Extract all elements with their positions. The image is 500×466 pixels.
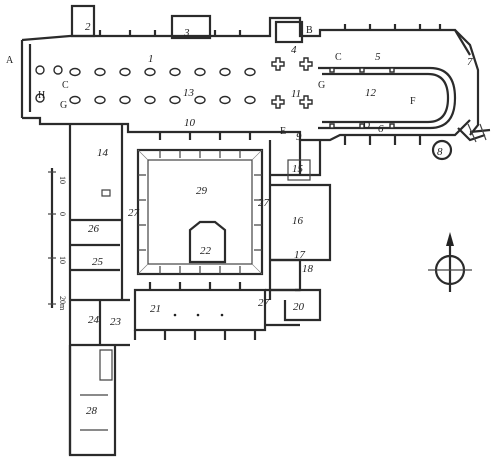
nave-piers [35,57,395,129]
room-18-label: 18 [302,263,314,275]
room-8-label: 8 [437,146,443,158]
room-labels: 1 2 3 4 5 6 7 8 9 10 11 12 13 14 15 16 1… [85,21,473,417]
east-entrance-mark [467,123,491,143]
room-5-label: 5 [375,51,381,63]
room-9-label: 9 [296,131,302,143]
room-25-label: 25 [92,256,104,268]
letter-e-label: E [280,126,286,137]
room-13-label: 13 [183,87,195,99]
letter-c-west-label: C [62,80,69,91]
scale-tick-20m: 20m [58,296,67,311]
room-21-label: 21 [150,303,161,315]
cloister [136,148,264,276]
room-16-label: 16 [292,215,304,227]
room-20-label: 20 [293,301,305,313]
room-11-label: 11 [291,88,301,100]
letter-d-label: D [363,120,370,131]
scale-bar: 10 0 10 20m [48,168,67,311]
room-27c-label: 27 [258,297,270,309]
room-27a-label: 27 [128,207,140,219]
church-walls [20,4,486,161]
letter-b-label: B [306,25,313,36]
room-4-label: 4 [291,44,297,56]
room-17-label: 17 [294,249,306,261]
room-7-label: 7 [467,56,473,68]
room-24-label: 24 [88,314,100,326]
room-15-label: 15 [292,163,304,175]
room-6-label: 6 [378,123,384,135]
letter-labels: A B C D E F G G C H [6,25,416,137]
letter-c-label: C [335,52,342,63]
room-26-label: 26 [88,223,100,235]
letter-a-label: A [6,55,14,66]
scale-tick-10: 10 [58,256,67,264]
letter-g-west-label: G [60,100,67,111]
compass-icon [428,232,472,292]
letter-f-label: F [410,96,416,107]
room-12-label: 12 [365,87,377,99]
east-range [268,140,332,322]
letter-g-east-label: G [318,80,325,91]
room-1-label: 1 [148,53,154,65]
scale-tick-10-top: 10 [58,176,67,184]
scale-tick-0: 0 [58,212,67,216]
room-22-label: 22 [200,245,212,257]
room-28-label: 28 [86,405,98,417]
letter-h-label: H [38,90,45,101]
room-3-label: 3 [183,27,190,39]
room-29-label: 29 [196,185,208,197]
south-range [133,282,300,340]
room-23-label: 23 [110,316,122,328]
room-27b-label: 27 [258,197,270,209]
room-10-label: 10 [184,117,196,129]
room-2-label: 2 [85,21,91,33]
room-14-label: 14 [97,147,109,159]
west-range [68,124,130,457]
